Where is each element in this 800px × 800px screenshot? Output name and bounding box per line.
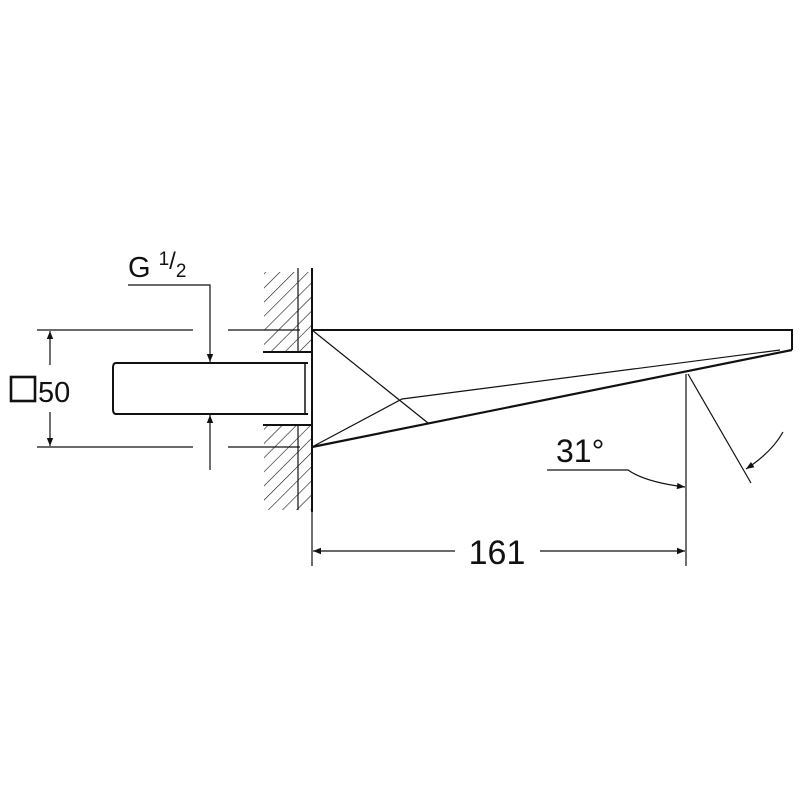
square-symbol-icon: [9, 375, 37, 403]
wall-section: [263, 268, 313, 512]
thread-dimension: [128, 284, 214, 470]
angle-dimension-label: 31°: [556, 433, 604, 469]
connection-pipe: [112, 362, 308, 415]
square-dimension: [37, 329, 300, 448]
projection-dimension-label: 161: [469, 534, 526, 572]
spout-body: [311, 329, 793, 449]
angle-dimension: [547, 373, 784, 490]
square-dimension-label: 50: [38, 377, 70, 409]
projection-dimension: [311, 374, 687, 566]
